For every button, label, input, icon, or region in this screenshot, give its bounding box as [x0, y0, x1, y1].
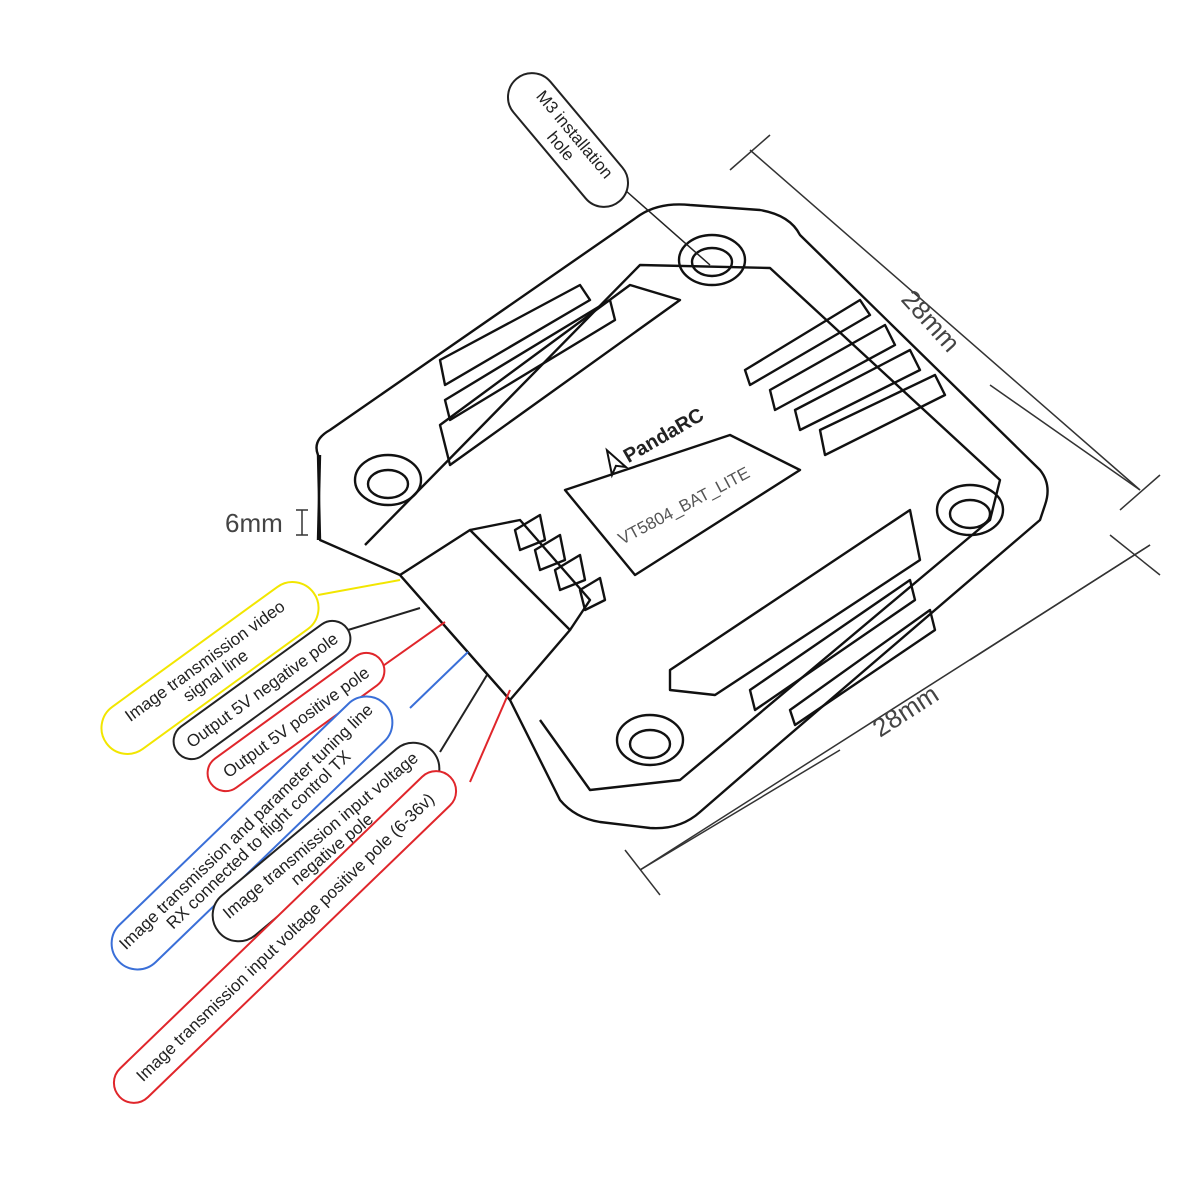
leader-5v-pos	[379, 621, 446, 669]
vtx-device: VT5804_BAT_LITE PandaRC	[315, 203, 1049, 830]
mount-hole-icon	[615, 713, 685, 767]
leader-mount-hole	[624, 189, 711, 266]
leader-tuning	[409, 651, 469, 709]
dimension-height: 6mm	[225, 508, 283, 538]
callout-mount-hole: M3 installation hole	[507, 72, 629, 208]
leader-5v-neg	[347, 607, 421, 631]
connector-block	[398, 513, 607, 702]
height-bracket-icon	[296, 509, 308, 536]
mount-hole-icon	[677, 233, 747, 287]
panda-logo-icon	[605, 447, 629, 479]
device-side-edge	[316, 454, 322, 541]
dimension-bottom	[624, 534, 1161, 896]
dimension-top	[729, 134, 1161, 511]
heatsink-fins	[438, 283, 947, 727]
leader-input-pos	[469, 689, 511, 783]
leader-input-neg	[439, 674, 488, 753]
device-top-face	[364, 263, 1002, 792]
leader-video-signal	[317, 579, 401, 596]
dimension-length-bottom: 28mm	[867, 679, 944, 744]
mount-hole-icon	[353, 453, 423, 507]
model-label-plate: VT5804_BAT_LITE	[563, 433, 802, 577]
mount-hole-icon	[935, 483, 1005, 537]
